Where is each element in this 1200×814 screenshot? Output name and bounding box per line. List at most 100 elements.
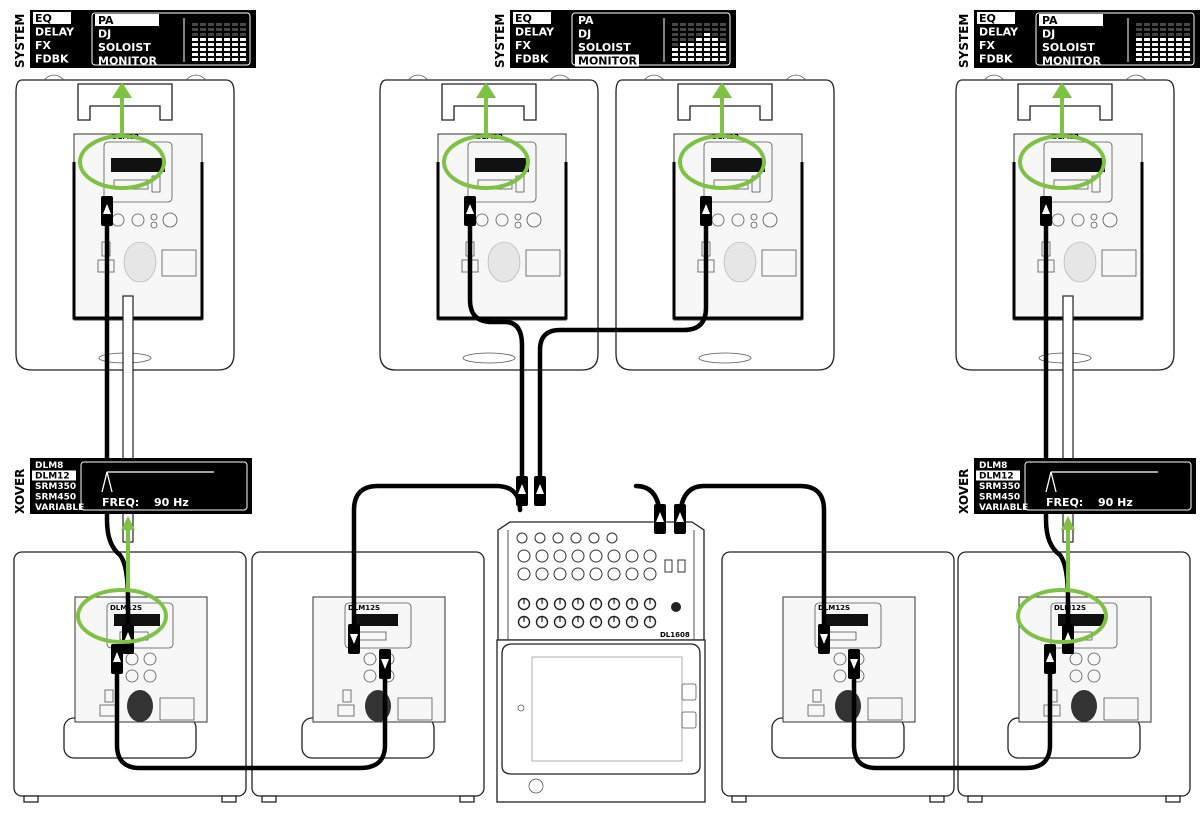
xlr-plug [1040, 196, 1052, 226]
eq-bar-segment [216, 53, 222, 56]
eq-bar-segment [680, 58, 686, 61]
arrow-up-icon [112, 82, 132, 136]
eq-bar-segment [680, 38, 686, 41]
xlr-input [589, 567, 603, 581]
eq-bar-segment [208, 28, 214, 31]
eq-bar-segment [232, 53, 238, 56]
arrow-up-icon [1052, 82, 1072, 136]
eq-bar-segment [200, 58, 206, 61]
xlr-input [625, 549, 639, 563]
eq-bar-segment [1152, 58, 1158, 61]
eq-bar-segment [208, 58, 214, 61]
eq-bar-segment [696, 38, 702, 41]
eq-bar-segment [1160, 58, 1166, 61]
menu-selection [513, 12, 551, 24]
xover-option: DLM12 [35, 472, 70, 482]
eq-bar-segment [696, 28, 702, 31]
eq-bar-segment [720, 28, 726, 31]
eq-bar-segment [224, 58, 230, 61]
xlr-plug [818, 624, 830, 654]
eq-bar-segment [1184, 38, 1190, 41]
model-label: DLM12S [348, 604, 380, 612]
eq-bar-segment [720, 48, 726, 51]
xlr-plug [654, 504, 666, 534]
xover-option: SRM450 [979, 493, 1020, 503]
eq-bar-segment [680, 53, 686, 56]
cable-mixer-to-monitor1 [467, 209, 525, 503]
eq-bar-segment [224, 53, 230, 56]
xlr-plug [516, 476, 528, 506]
arrow-up-icon [466, 204, 474, 214]
eq-bar-segment [240, 53, 246, 56]
xlr-input [535, 567, 549, 581]
eq-bar-segment [216, 23, 222, 26]
eq-bar-segment [1144, 48, 1150, 51]
xover-frame [80, 461, 248, 511]
eq-bar-segment [712, 28, 718, 31]
eq-bar-segment [688, 28, 694, 31]
eq-bar-segment [1152, 43, 1158, 46]
eq-bar-segment [1152, 48, 1158, 51]
eq-bar-segment [1136, 38, 1142, 41]
eq-bar-segment [1160, 23, 1166, 26]
eq-bar-segment [208, 23, 214, 26]
xlr-plug [700, 196, 712, 226]
eq-bar-segment [712, 33, 718, 36]
system-mode-item: MONITOR [98, 55, 157, 68]
xlr-plug [101, 196, 113, 226]
eq-bar-segment [672, 33, 678, 36]
eq-bar-segment [1144, 58, 1150, 61]
eq-bar-segment [232, 33, 238, 36]
menu-selection [33, 12, 71, 24]
system-mode-item: DJ [578, 28, 591, 41]
system-mode-item: DJ [1042, 28, 1055, 41]
eq-bar-segment [1144, 43, 1150, 46]
xlr-plug [674, 504, 686, 534]
eq-bar-segment [200, 53, 206, 56]
eq-bar-segment [1144, 28, 1150, 31]
eq-bar-segment [1176, 43, 1182, 46]
line-jack [570, 532, 582, 544]
system-mode-item: SOLOIST [1042, 41, 1095, 54]
eq-bar-segment [224, 28, 230, 31]
system-mode-item: PA [98, 14, 114, 27]
eq-bar-segment [1176, 48, 1182, 51]
eq-bar-segment [192, 53, 198, 56]
eq-bar-segment [704, 23, 710, 26]
mode-selection [95, 14, 159, 26]
system-menu-item: FDBK [979, 53, 1013, 66]
eq-bar-segment [1160, 43, 1166, 46]
eq-bar-segment [1168, 53, 1174, 56]
eq-bar-segment [240, 48, 246, 51]
eq-bar-segment [688, 48, 694, 51]
arrow-up-icon [1046, 652, 1054, 662]
eq-bar-segment [1184, 23, 1190, 26]
eq-bar-segment [232, 43, 238, 46]
system-menu-item: FX [35, 39, 52, 52]
eq-bar-segment [224, 48, 230, 51]
arrow-down-icon [820, 634, 828, 644]
eq-bar-segment [200, 43, 206, 46]
eq-bar-segment [704, 53, 710, 56]
xlr-input [607, 567, 621, 581]
eq-bar-segment [712, 53, 718, 56]
xover-option: VARIABLE [35, 503, 84, 513]
mode-frame [1035, 12, 1195, 66]
xlr-plug [348, 624, 360, 654]
xlr-input [517, 567, 531, 581]
eq-bar-segment [1160, 48, 1166, 51]
line-jack [516, 532, 528, 544]
eq-bar-segment [216, 28, 222, 31]
usb-port [677, 559, 686, 573]
eq-bar-segment [680, 23, 686, 26]
eq-bar-segment [1176, 28, 1182, 31]
xover-side-label: XOVER [13, 469, 27, 514]
eq-bar-segment [1168, 58, 1174, 61]
eq-bar-segment [672, 23, 678, 26]
eq-bar-segment [1176, 58, 1182, 61]
eq-bar-segment [688, 43, 694, 46]
eq-bar-segment [688, 53, 694, 56]
xlr-plug [379, 649, 391, 679]
